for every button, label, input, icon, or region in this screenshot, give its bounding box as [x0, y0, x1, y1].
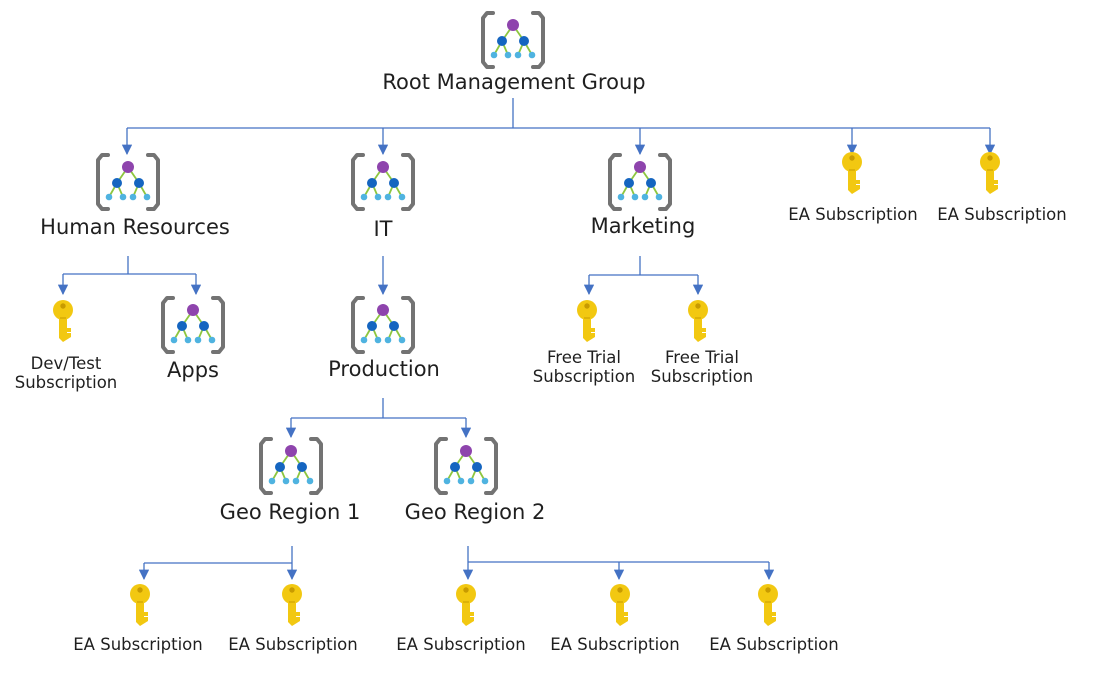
subscription-key-icon-ea-geo1-2 — [281, 583, 303, 627]
subscription-label-devtest: Dev/Test Subscription — [14, 354, 118, 393]
subscription-key-icon-ea-geo2-3 — [757, 583, 779, 627]
subscription-label-free-trial-1-line1: Free Trial — [547, 348, 621, 367]
management-group-icon-geo-region-2 — [434, 437, 498, 495]
management-group-icon-apps — [161, 296, 225, 354]
subscription-label-free-trial-2-line2: Subscription — [650, 366, 754, 386]
subscription-label-ea-geo2-3: EA Subscription — [709, 635, 839, 654]
subscription-label-free-trial-2: Free Trial Subscription — [650, 348, 754, 387]
node-icons — [52, 11, 1001, 627]
subscription-label-devtest-line2: Subscription — [14, 372, 118, 392]
management-group-icon-human-resources — [96, 153, 160, 211]
management-group-icon-it — [351, 153, 415, 211]
management-group-icon-production — [351, 296, 415, 354]
management-group-icon-geo-region-1 — [259, 437, 323, 495]
subscription-label-ea-root-1: EA Subscription — [788, 205, 918, 224]
subscription-key-icon-ea-geo2-1 — [455, 583, 477, 627]
subscription-key-icon-ea-root-2 — [979, 151, 1001, 195]
subscription-label-free-trial-2-line1: Free Trial — [665, 348, 739, 367]
management-group-icon-root — [481, 11, 545, 69]
node-label-it: IT — [373, 217, 393, 241]
node-label-production: Production — [328, 357, 440, 381]
subscription-key-icon-ea-geo1-1 — [129, 583, 151, 627]
subscription-label-ea-geo1-1: EA Subscription — [73, 635, 203, 654]
subscription-label-ea-geo1-2: EA Subscription — [228, 635, 358, 654]
node-label-root-management-group: Root Management Group — [382, 70, 646, 94]
management-group-icon-marketing — [608, 153, 672, 211]
node-label-apps: Apps — [167, 358, 219, 382]
subscription-key-icon-free-trial-2 — [687, 299, 709, 343]
node-label-geo-region-2: Geo Region 2 — [404, 500, 546, 524]
node-label-geo-region-1: Geo Region 1 — [219, 500, 361, 524]
connector-lines — [57, 98, 996, 581]
subscription-label-ea-geo2-2: EA Subscription — [550, 635, 680, 654]
node-label-human-resources: Human Resources — [40, 215, 230, 239]
subscription-label-free-trial-1-line2: Subscription — [532, 366, 636, 386]
subscription-label-free-trial-1: Free Trial Subscription — [532, 348, 636, 387]
subscription-key-icon-free-trial-1 — [576, 299, 598, 343]
subscription-label-ea-geo2-1: EA Subscription — [396, 635, 526, 654]
subscription-key-icon-ea-geo2-2 — [609, 583, 631, 627]
subscription-label-devtest-line1: Dev/Test — [30, 354, 102, 373]
node-label-marketing: Marketing — [590, 214, 696, 238]
subscription-key-icon-ea-root-1 — [841, 151, 863, 195]
subscription-key-icon-devtest — [52, 299, 74, 343]
subscription-label-ea-root-2: EA Subscription — [937, 205, 1067, 224]
